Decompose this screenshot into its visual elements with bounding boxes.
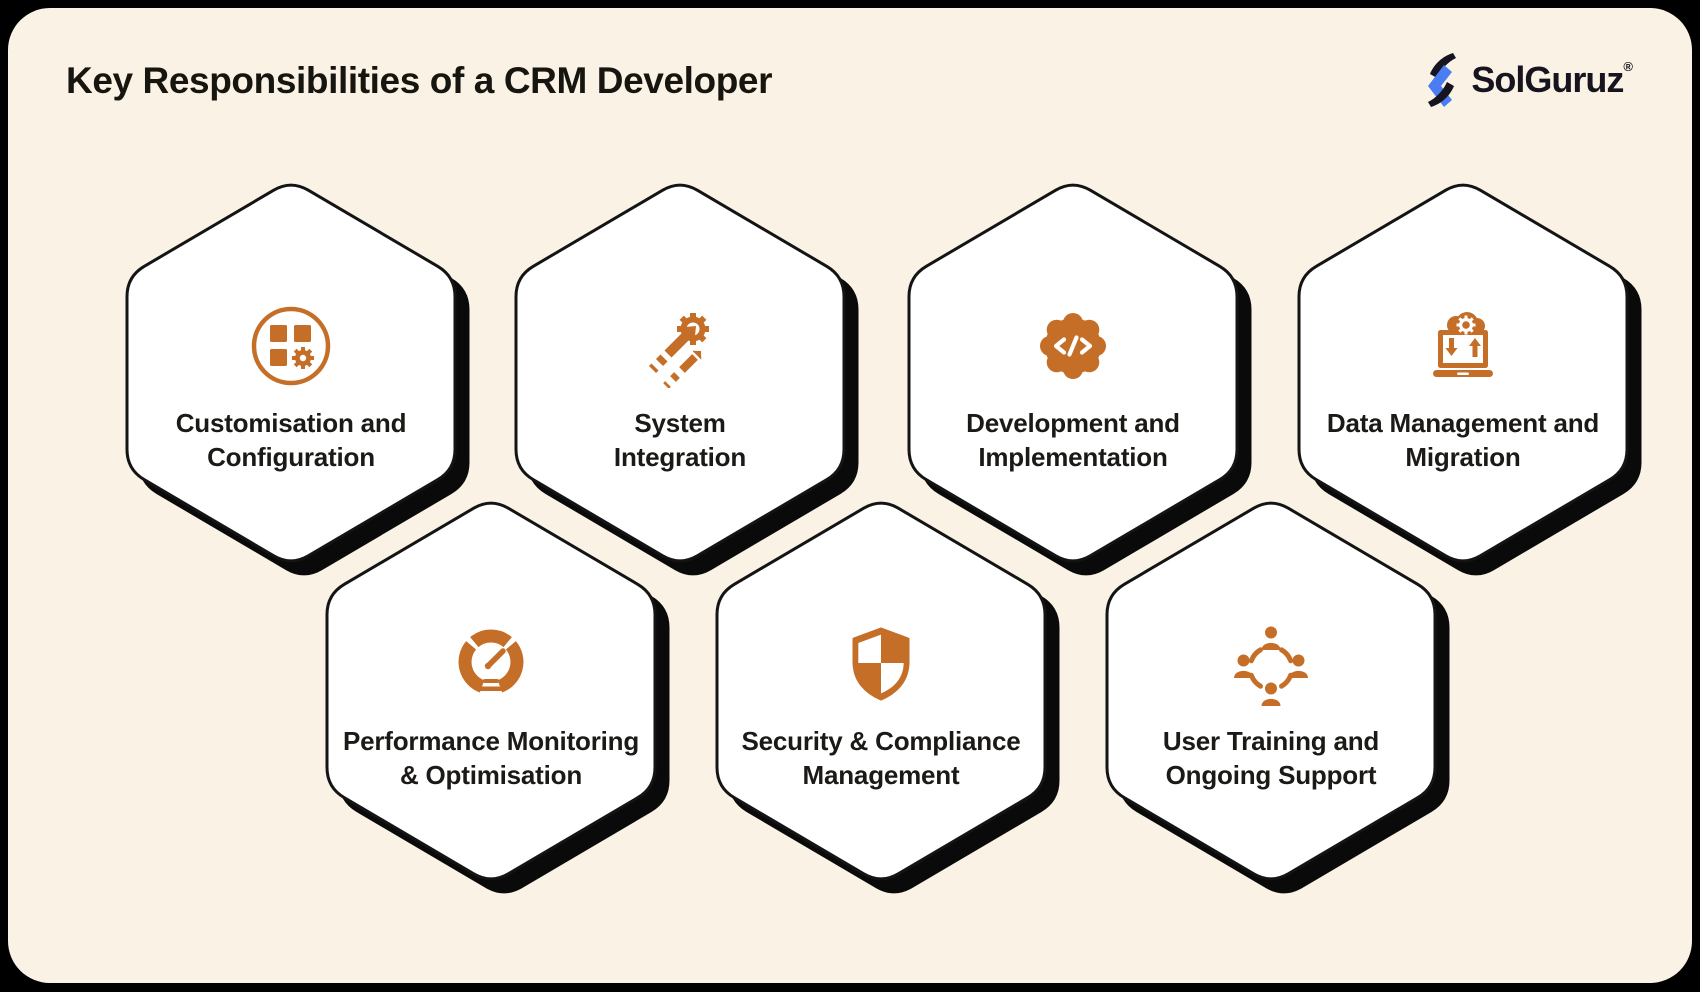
hexagon-shape [125, 183, 470, 576]
solguruz-logo: SolGuruz® [1420, 52, 1633, 108]
arrows-into-gear-icon [648, 313, 709, 388]
solguruz-logo-text: SolGuruz® [1471, 59, 1633, 100]
hexagon-label: Performance Monitoring& Optimisation [342, 726, 640, 790]
code-gear-icon [1040, 313, 1106, 379]
registered-trademark: ® [1623, 59, 1633, 74]
solguruz-logo-icon [1428, 53, 1457, 107]
infographic-card: Key Responsibilities of a CRM Developer … [8, 8, 1692, 983]
modules-and-gear-icon [251, 306, 331, 386]
shield-icon [852, 627, 910, 701]
hexagon-shape [514, 183, 859, 576]
users-network-icon [1234, 626, 1308, 706]
speedometer-icon [458, 629, 524, 693]
hexagon-shape [1297, 183, 1642, 576]
laptop-cloud-gear-icon [1433, 312, 1493, 377]
page-title: Key Responsibilities of a CRM Developer [66, 60, 773, 101]
hexagon-card-performance-monitoring: Performance Monitoring& Optimisation [323, 496, 675, 902]
